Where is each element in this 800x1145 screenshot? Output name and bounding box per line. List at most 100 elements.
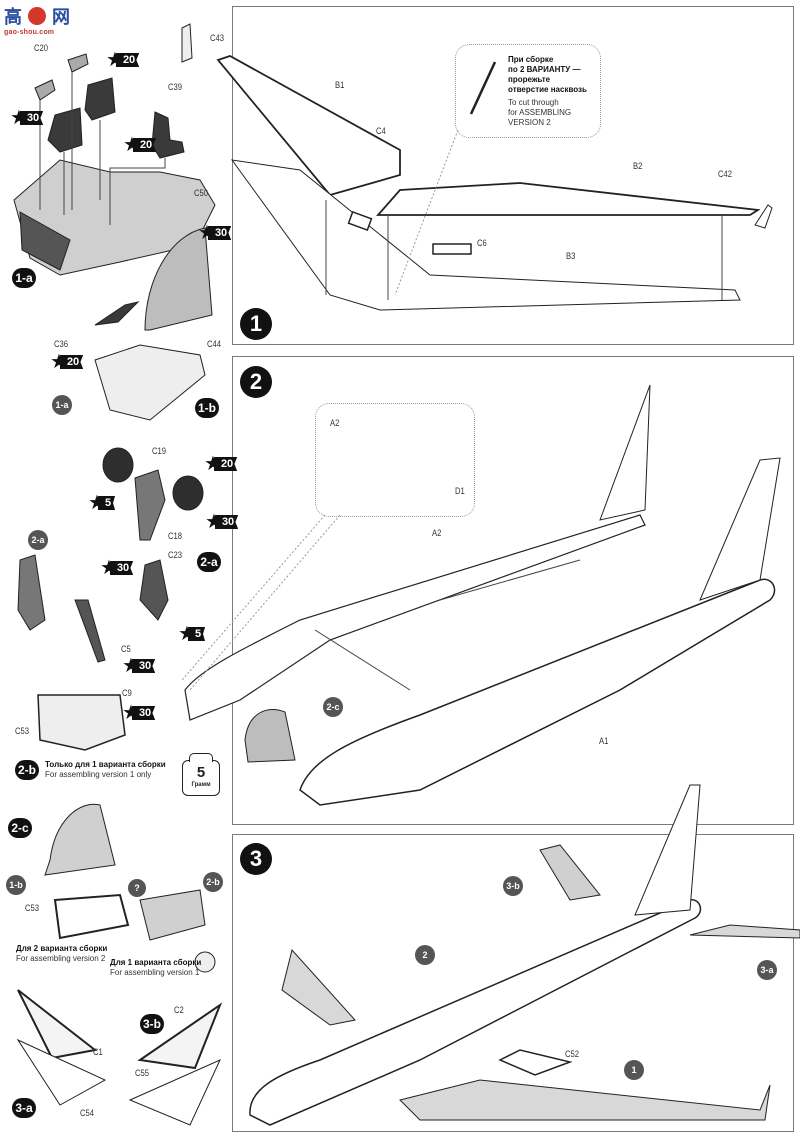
paint-ref-30: ★30 — [100, 558, 134, 578]
part-c36 — [94, 301, 140, 326]
part-c53-v2 — [53, 893, 130, 940]
part-label-c23: C23 — [168, 550, 183, 560]
cut-through-callout — [455, 44, 601, 138]
part-c20-1 — [34, 79, 56, 101]
part-a1-fuselage — [299, 578, 776, 806]
part-label-c52: C52 — [565, 1049, 580, 1059]
logo-url: gao-shou.com — [4, 29, 55, 36]
part-c19-wheel-2 — [172, 475, 204, 511]
substep-2b-badge: 2-b — [15, 760, 39, 780]
part-label-c19: C19 — [152, 446, 167, 456]
paint-ref-30: ★30 — [122, 656, 156, 676]
ref-2: 2 — [415, 945, 435, 965]
part-c54-stabilizer — [16, 1038, 107, 1106]
part-b3-wing-lower — [230, 159, 741, 311]
part-label-a1: A1 — [599, 736, 609, 746]
paint-ref-30: ★30 — [198, 223, 232, 243]
part-label-c54: C54 — [80, 1108, 95, 1118]
paint-ref-5: ★5 — [88, 493, 116, 513]
paint-ref-5: ★5 — [178, 624, 206, 644]
step-2-badge: 2 — [240, 366, 272, 398]
part-c5-frame — [74, 599, 106, 663]
part-c1-stabilizer — [17, 989, 98, 1060]
part-c44-bulkhead — [144, 227, 213, 331]
part-c39-seat-3 — [151, 111, 185, 159]
part-c52-fairing — [498, 1049, 573, 1076]
part-label-c18: C18 — [168, 531, 183, 541]
part-label-c53: C53 — [15, 726, 30, 736]
part-label-a2: A2 — [330, 418, 340, 428]
paint-ref-30: ★30 — [122, 703, 156, 723]
part-label-c53: C53 — [25, 903, 40, 913]
logo-chinese: 高网 — [4, 7, 70, 27]
scalpel-icon — [465, 58, 501, 118]
paint-ref-20: ★20 — [106, 50, 140, 70]
part-label-b3: B3 — [566, 251, 576, 261]
cut-through-note: При сборке по 2 ВАРИАНТУ — прорежьте отв… — [508, 55, 587, 127]
part-label-c44: C44 — [207, 339, 222, 349]
part-b2-wing — [376, 182, 761, 216]
paint-ref-30: ★30 — [205, 512, 239, 532]
paint-ref-20: ★20 — [123, 135, 157, 155]
substep-2a-badge: 2-a — [197, 552, 221, 572]
ref-3b: 3-b — [503, 876, 523, 896]
aircraft-fin — [634, 784, 701, 916]
part-label-c50: C50 — [194, 188, 209, 198]
step-1-badge: 1 — [240, 308, 272, 340]
weight-unit: Грамм — [191, 782, 211, 788]
part-label-c39: C39 — [168, 82, 183, 92]
part-2c-nosebay — [244, 708, 296, 763]
part-c18-strut — [134, 469, 166, 541]
part-label-c6: C6 — [477, 238, 487, 248]
part-label-c1: C1 — [93, 1047, 103, 1057]
aircraft-3a-stabilizer — [689, 924, 800, 939]
step-3-badge: 3 — [240, 843, 272, 875]
paint-ref-20: ★20 — [50, 352, 84, 372]
weight-value: 5 — [196, 764, 206, 781]
part-c23-doors — [139, 559, 169, 621]
part-a2-fuselage-half — [184, 514, 646, 721]
aircraft-3b-stabilizer — [539, 844, 601, 901]
part-c39-seat-1 — [47, 107, 83, 153]
part-c19-wheel-1 — [102, 447, 134, 483]
part-label-d1: D1 — [455, 486, 465, 496]
part-label-c43: C43 — [210, 33, 225, 43]
part-label-a2: A2 — [432, 528, 442, 538]
ref-2a: 2-a — [28, 530, 48, 550]
substep-1b-badge: 1-b — [195, 398, 219, 418]
part-2b-gear — [17, 554, 46, 631]
substep-3b-badge: 3-b — [140, 1014, 164, 1034]
part-c4 — [347, 210, 373, 232]
part-c43-fin — [181, 23, 193, 63]
ref-3a: 3-a — [757, 960, 777, 980]
part-label-c55: C55 — [135, 1068, 150, 1078]
part-c20-2 — [67, 53, 89, 73]
substep-3a-badge: 3-a — [12, 1098, 36, 1118]
logo-mascot-icon — [28, 7, 46, 25]
part-label-c42: C42 — [718, 169, 733, 179]
part-label-c4: C4 — [376, 126, 386, 136]
ref-1a: 1-a — [52, 395, 72, 415]
version-1-only-note: Только для 1 варианта сборки For assembl… — [45, 760, 166, 779]
ref-2c: 2-c — [323, 697, 343, 717]
part-c6 — [432, 243, 472, 255]
part-c55-stabilizer — [128, 1059, 222, 1126]
cockpit-detail-callout — [315, 403, 475, 517]
part-2c-bulkhead — [44, 803, 116, 876]
version-1-note: Для 1 варианта сборки For assembling ver… — [110, 958, 202, 977]
ballast-weight: 5 Грамм — [182, 753, 220, 796]
part-label-c36: C36 — [54, 339, 69, 349]
part-c39-seat-2 — [84, 77, 116, 121]
substep-2c-badge: 2-c — [8, 818, 32, 838]
part-label-c9: C9 — [122, 688, 132, 698]
part-a1-fin — [699, 457, 781, 601]
paint-ref-20: ★20 — [204, 454, 238, 474]
part-c2-stabilizer — [137, 1002, 223, 1070]
part-b1-wing-upper — [216, 55, 401, 197]
version-2-note: Для 2 варианта сборки For assembling ver… — [16, 944, 108, 963]
part-label-b1: B1 — [335, 80, 345, 90]
ref-2b: 2-b — [203, 872, 223, 892]
part-a2-fin — [599, 384, 651, 521]
ref-1b: 1-b — [6, 875, 26, 895]
